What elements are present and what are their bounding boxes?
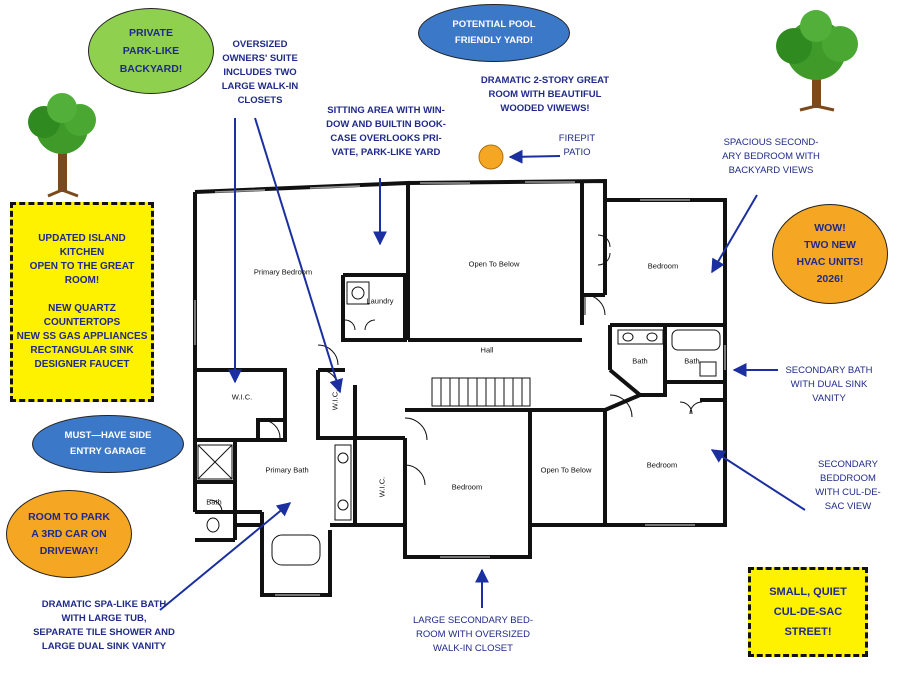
room-label-wic-left: W.I.C. — [231, 392, 253, 402]
room-label-open-to-below-bottom: Open To Below — [540, 465, 592, 475]
room-label-hall: Hall — [480, 345, 494, 355]
annotation-secondary-bedroom-cds: SECONDARY BEDDROOM WITH CUL-DE- SAC VIEW — [815, 459, 881, 512]
room-label-bath-small: Bath — [206, 497, 222, 507]
room-label-bedroom-bottom: Bedroom — [451, 482, 483, 492]
bubble-private-backyard: PRIVATE PARK-LIKE BACKYARD! — [88, 8, 214, 94]
room-label-laundry: Laundry — [366, 296, 394, 306]
bubble-kitchen: UPDATED ISLAND KITCHEN OPEN TO THE GREAT… — [10, 202, 154, 402]
bubble-third-car: ROOM TO PARK A 3RD CAR ON DRIVEWAY! — [6, 490, 132, 578]
annotation-sitting-area: SITTING AREA WITH WIN- DOW AND BUILTIN B… — [326, 105, 446, 158]
room-label-primary-bedroom: Primary Bedroom — [253, 267, 313, 277]
room-label-bedroom-bottom-right: Bedroom — [646, 460, 678, 470]
staircase — [431, 377, 531, 407]
annotation-owners-suite: OVERSIZED OWNERS' SUITE INCLUDES TWO LAR… — [221, 39, 299, 106]
annotation-large-bedroom: LARGE SECONDARY BED- ROOM WITH OVERSIZED… — [412, 615, 534, 654]
door-swings — [209, 234, 703, 513]
annotation-firepit: FIREPIT PATIO — [558, 133, 596, 158]
fixtures — [197, 281, 721, 566]
annotation-arrows — [159, 117, 806, 611]
tree-icon-right — [776, 10, 858, 112]
annotation-great-room: DRAMATIC 2-STORY GREAT ROOM WITH BEAUTIF… — [480, 75, 610, 114]
annotation-secondary-bedroom-back: SPACIOUS SECOND- ARY BEDROOM WITH BACKYA… — [722, 137, 820, 176]
annotation-spa-bath: DRAMATIC SPA-LIKE BATH WITH LARGE TUB, S… — [33, 599, 175, 652]
room-label-wic-mid: W.I.C. — [330, 389, 340, 411]
room-label-bath-left: Bath — [632, 356, 648, 366]
room-label-primary-bath: Primary Bath — [265, 465, 309, 475]
tree-icon-left — [28, 93, 96, 198]
windows — [194, 181, 726, 596]
bubble-garage: MUST—HAVE SIDE ENTRY GARAGE — [32, 415, 184, 473]
room-label-open-to-below-top: Open To Below — [468, 259, 520, 269]
room-label-bedroom-top-right: Bedroom — [647, 261, 679, 271]
room-label-wic-vertical: W.I.C. — [377, 476, 387, 498]
annotation-secondary-bath: SECONDARY BATH WITH DUAL SINK VANITY — [785, 365, 873, 404]
bubble-cul-de-sac: SMALL, QUIET CUL-DE-SAC STREET! — [748, 567, 868, 657]
room-label-bath-right: Bath — [684, 356, 700, 366]
bubble-pool: POTENTIAL POOL FRIENDLY YARD! — [418, 4, 570, 62]
firepit-icon — [478, 144, 504, 170]
bubble-hvac: WOW! TWO NEW HVAC UNITS! 2026! — [772, 204, 888, 304]
